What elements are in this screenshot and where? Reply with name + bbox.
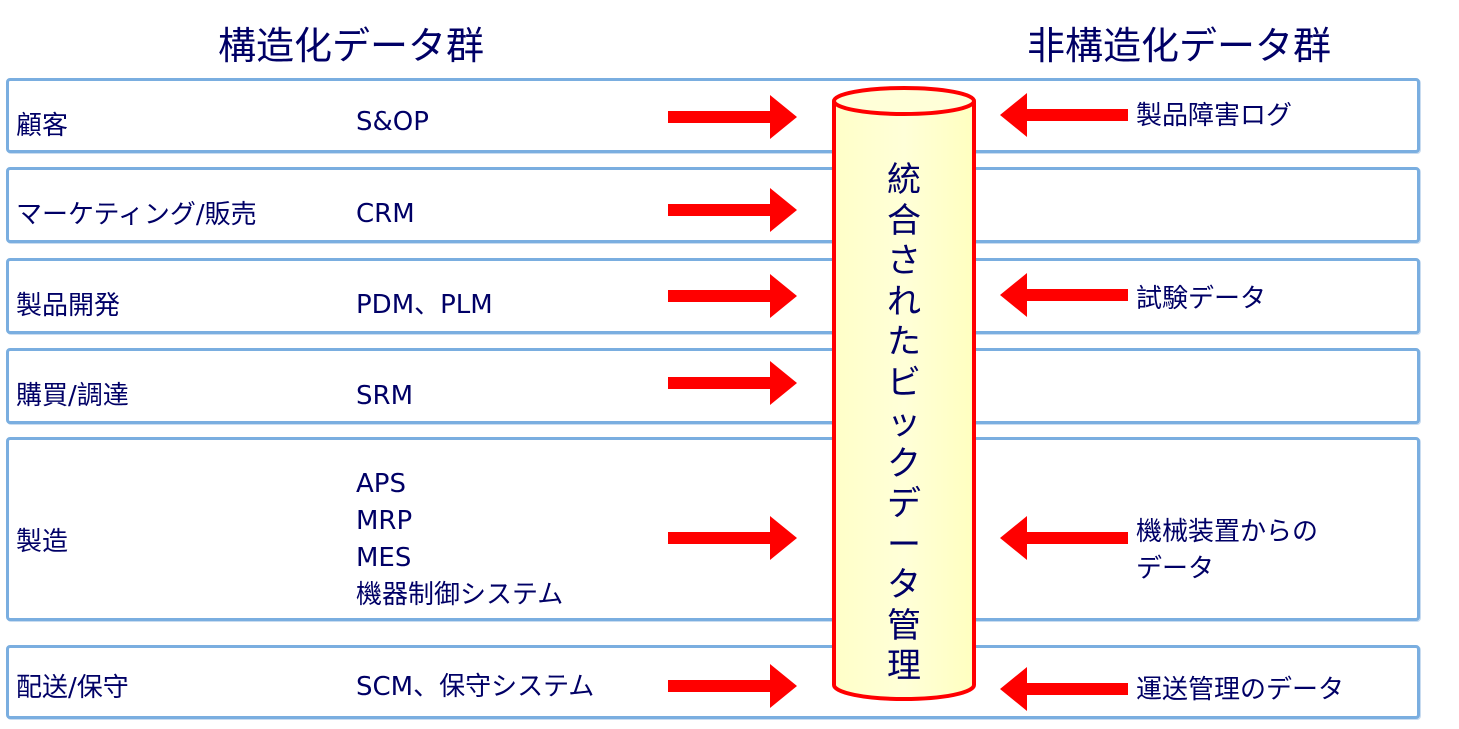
system-label: S&OP [356, 107, 429, 137]
unstructured-label: 運送管理のデータ [1136, 675, 1345, 705]
left-arrow-marketing-sales [668, 188, 797, 232]
system-label: MRP [356, 506, 413, 536]
hub-label-char: ビ [887, 362, 921, 403]
system-label: MES [356, 543, 412, 573]
category-customer: 顧客 [16, 111, 69, 141]
category-marketing-sales: マーケティング/販売 [16, 200, 257, 230]
system-label: PDM、PLM [356, 290, 493, 320]
row-customer [6, 78, 1420, 153]
category-manufacturing: 製造 [16, 527, 69, 557]
right-arrow-customer [1000, 93, 1128, 137]
unstructured-label: データ [1136, 554, 1215, 584]
systems-customer: S&OP [356, 104, 429, 141]
hub-label-char: ー [887, 524, 921, 565]
hub-label-char: 合 [887, 200, 921, 241]
hub-label-char: デ [887, 484, 921, 524]
systems-product-development: PDM、PLM [356, 287, 493, 324]
unstructured-customer: 製品障害ログ [1136, 98, 1292, 135]
row-delivery-maintenance [6, 645, 1420, 719]
left-arrow-customer [668, 95, 797, 139]
hub-label-char: 理 [887, 646, 921, 686]
unstructured-delivery-maintenance: 運送管理のデータ [1136, 672, 1344, 709]
unstructured-label: 試験データ [1136, 284, 1267, 314]
systems-delivery-maintenance: SCM、保守システム [356, 669, 594, 706]
hub-label-char: タ [887, 565, 921, 605]
category-delivery-maintenance: 配送/保守 [16, 673, 129, 703]
unstructured-label: 製品障害ログ [1136, 101, 1293, 131]
system-label: APS [356, 469, 406, 499]
hub-label-char: 統 [887, 160, 921, 200]
hub-label-char: ク [887, 443, 921, 484]
system-label: 機器制御システム [356, 580, 564, 610]
systems-procurement: SRM [356, 378, 413, 415]
hub-label-char: ッ [887, 403, 921, 443]
system-label: CRM [356, 199, 415, 229]
systems-marketing-sales: CRM [356, 196, 415, 233]
hub-label-char: さ [887, 241, 921, 281]
row-manufacturing [6, 437, 1420, 621]
hub-label-char: た [887, 322, 921, 362]
unstructured-product-development: 試験データ [1136, 281, 1266, 318]
left-arrow-procurement [668, 361, 797, 405]
hub-label-char: 管 [887, 605, 921, 646]
category-procurement: 購買/調達 [16, 381, 129, 411]
unstructured-manufacturing: 機械装置からの データ [1136, 514, 1318, 588]
left-arrow-product-development [668, 274, 797, 318]
right-arrow-product-development [1000, 273, 1128, 317]
hub-label: 統合されたビックデータ管理 [840, 160, 968, 686]
structured-data-heading: 構造化データ群 [218, 24, 485, 68]
right-arrow-manufacturing [1000, 516, 1128, 560]
big-data-cylinder [832, 86, 976, 701]
category-product-development: 製品開発 [16, 291, 121, 321]
left-arrow-delivery-maintenance [668, 664, 797, 708]
system-label: SRM [356, 381, 414, 411]
unstructured-label: 機械装置からの [1136, 517, 1319, 547]
right-arrow-delivery-maintenance [1000, 667, 1128, 711]
unstructured-data-heading: 非構造化データ群 [1027, 24, 1332, 68]
system-label: SCM、保守システム [356, 672, 595, 702]
hub-label-char: れ [887, 281, 921, 322]
systems-manufacturing: APS MRP MES 機器制御システム [356, 466, 563, 614]
left-arrow-manufacturing [668, 516, 797, 560]
